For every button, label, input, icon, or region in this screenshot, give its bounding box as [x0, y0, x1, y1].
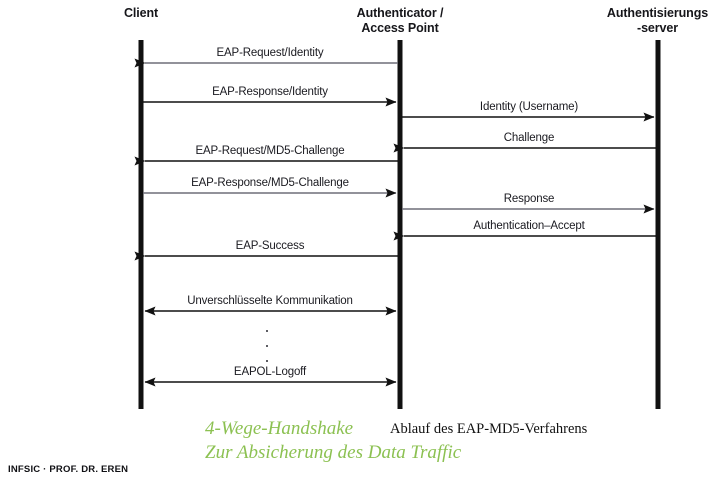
lifelines	[138, 40, 661, 409]
caption-handshake-line2: Zur Absicherung des Data Traffic	[205, 442, 462, 463]
message-arrows	[134, 58, 656, 387]
message-label-eap-success: EAP-Success	[235, 240, 305, 252]
message-label-eapol-logoff: EAPOL-Logoff	[233, 366, 307, 378]
actor-label-auth-server: Authentisierungs -server	[606, 6, 709, 35]
footer-credit: INFSIC · PROF. DR. EREN	[8, 464, 129, 475]
message-label-response: Response	[503, 193, 555, 205]
message-label-unverschluesselte-kommunikation: Unverschlüsselte Kommunikation	[187, 295, 353, 307]
message-label-authentication-accept: Authentication–Accept	[473, 220, 585, 232]
ellipsis-dot	[266, 330, 268, 332]
message-label-eap-response-identity: EAP-Response/Identity	[212, 86, 328, 98]
lifeline-auth-server	[655, 40, 661, 409]
ellipsis-dot	[266, 345, 268, 347]
actor-label-authenticator: Authenticator / Access Point	[356, 6, 444, 35]
message-label-challenge: Challenge	[503, 132, 555, 144]
lifeline-client	[138, 40, 144, 409]
message-label-identity-username: Identity (Username)	[479, 101, 579, 113]
diagram-title: Ablauf des EAP-MD5-Verfahrens	[390, 421, 588, 437]
actor-label-client: Client	[123, 6, 159, 20]
lifeline-authenticator	[397, 40, 403, 409]
ellipsis-dot	[266, 360, 268, 362]
message-label-eap-request-identity: EAP-Request/Identity	[216, 47, 324, 59]
message-label-eap-request-md5-challenge: EAP-Request/MD5-Challenge	[195, 145, 345, 157]
message-label-eap-response-md5-challenge: EAP-Response/MD5-Challenge	[191, 177, 349, 189]
caption-handshake-line1: 4-Wege-Handshake	[205, 418, 354, 439]
